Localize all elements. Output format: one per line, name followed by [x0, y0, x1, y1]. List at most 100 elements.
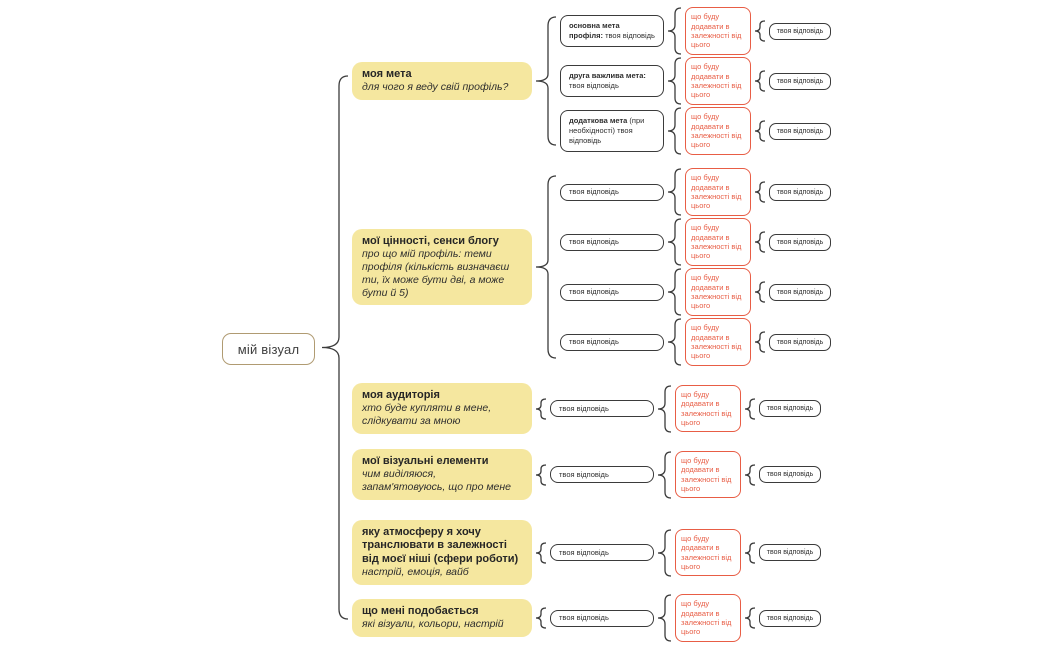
child-row: твоя відповідь що буду додавати в залежн… [550, 450, 821, 499]
branch-title: моя мета [362, 67, 412, 80]
curly-brace [755, 70, 765, 92]
curly-brace [668, 168, 681, 216]
answer-box: твоя відповідь [769, 183, 831, 201]
curly-brace [668, 7, 681, 55]
branch-atmosfera: яку атмосферу я хочу транслювати в залеж… [352, 520, 821, 586]
answer-box: твоя відповідь [759, 609, 821, 627]
curly-brace [745, 397, 755, 420]
addition-box: що буду додавати в залежності від цього [685, 268, 751, 316]
addition-box: що буду додавати в залежності від цього [675, 528, 741, 577]
curly-brace [745, 463, 755, 486]
curly-brace [536, 175, 556, 359]
root-node: мій візуал [222, 333, 315, 365]
children-group: основна мета профіля: твоя відповідь що … [560, 7, 831, 155]
branch-vizualni-elementy: мої візуальні елементи чим виділяюся, за… [352, 449, 821, 500]
answer-box: твоя відповідь [759, 466, 821, 483]
curly-brace [668, 218, 681, 266]
branch-node: мої візуальні елементи чим виділяюся, за… [352, 449, 532, 500]
goal-text: твоя відповідь [605, 31, 655, 40]
children-group: твоя відповідь що буду додавати в залежн… [550, 594, 821, 642]
curly-brace [658, 594, 671, 642]
children-group: твоя відповідь що буду додавати в залежн… [550, 528, 821, 577]
children-group: твоя відповідь що буду додавати в залежн… [560, 168, 831, 366]
curly-brace [755, 281, 765, 303]
curly-brace [668, 268, 681, 316]
child-row: основна мета профіля: твоя відповідь що … [560, 7, 831, 55]
curly-brace [536, 541, 546, 564]
branch-title: мої цінності, сенси блогу [362, 234, 499, 247]
children-group: твоя відповідь що буду додавати в залежн… [550, 450, 821, 499]
branch-subtitle: настрій, емоція, вайб [362, 566, 469, 579]
branch-node: яку атмосферу я хочу транслювати в залеж… [352, 520, 532, 586]
branch-node: мої цінності, сенси блогу про що мій про… [352, 228, 532, 306]
addition-box: що буду додавати в залежності від цього [685, 218, 751, 266]
curly-brace [745, 541, 755, 564]
goal-text: (при необхідності) твоя відповідь [569, 116, 645, 145]
value-box: твоя відповідь [550, 466, 654, 483]
child-row: додаткова мета (при необхідності) твоя в… [560, 107, 831, 155]
branch-shcho-podobayetsya: що мені подобається які візуали, кольори… [352, 594, 821, 642]
goal-text: твоя відповідь [569, 81, 619, 90]
curly-brace [668, 57, 681, 105]
child-row: твоя відповідь що буду додавати в залежн… [560, 268, 831, 316]
curly-brace [755, 231, 765, 253]
value-box: твоя відповідь [550, 544, 654, 561]
curly-brace [536, 397, 546, 420]
child-row: друга важлива мета: твоя відповідь що бу… [560, 57, 831, 105]
curly-brace [668, 318, 681, 366]
branch-subtitle: для чого я веду свій профіль? [362, 81, 509, 94]
addition-box: що буду додавати в залежності від цього [675, 450, 741, 499]
branch-moya-meta: моя мета для чого я веду свій профіль? о… [352, 7, 831, 155]
child-row: твоя відповідь що буду додавати в залежн… [560, 218, 831, 266]
value-box: твоя відповідь [560, 183, 664, 201]
root-label: мій візуал [237, 341, 300, 357]
child-row: твоя відповідь що буду додавати в залежн… [560, 168, 831, 216]
answer-box: твоя відповідь [769, 333, 831, 351]
goal-box: друга важлива мета: твоя відповідь [560, 65, 664, 97]
answer-box: твоя відповідь [769, 233, 831, 251]
value-box: твоя відповідь [560, 333, 664, 351]
curly-brace [745, 607, 755, 629]
branch-title: мої візуальні елементи [362, 455, 489, 467]
curly-brace [755, 20, 765, 42]
curly-brace [536, 607, 546, 629]
curly-brace [658, 528, 671, 577]
branch-subtitle: про що мій профіль: теми профіля (кількі… [362, 248, 510, 299]
curly-brace [755, 181, 765, 203]
branch-node: моя аудиторія хто буде купляти в мене, с… [352, 383, 532, 434]
branch-title: яку атмосферу я хочу транслювати в залеж… [362, 526, 519, 565]
addition-box: що буду додавати в залежності від цього [675, 384, 741, 433]
answer-box: твоя відповідь [759, 400, 821, 417]
root-curly-brace [322, 75, 348, 620]
branch-title: що мені подобається [362, 604, 479, 617]
value-box: твоя відповідь [560, 283, 664, 301]
child-row: твоя відповідь що буду додавати в залежн… [560, 318, 831, 366]
addition-box: що буду додавати в залежності від цього [685, 168, 751, 216]
child-row: твоя відповідь що буду додавати в залежн… [550, 528, 821, 577]
curly-brace [755, 331, 765, 353]
addition-box: що буду додавати в залежності від цього [685, 107, 751, 155]
curly-brace [658, 384, 671, 433]
answer-box: твоя відповідь [769, 122, 831, 140]
answer-box: твоя відповідь [759, 544, 821, 561]
curly-brace [536, 463, 546, 486]
answer-box: твоя відповідь [769, 283, 831, 301]
addition-box: що буду додавати в залежності від цього [685, 318, 751, 366]
goal-lead: основна мета профіля: [569, 21, 620, 40]
curly-brace [658, 450, 671, 499]
curly-brace [536, 16, 556, 146]
branch-node: моя мета для чого я веду свій профіль? [352, 61, 532, 101]
goal-lead: додаткова мета [569, 116, 628, 126]
value-box: твоя відповідь [550, 609, 654, 627]
branch-subtitle: які візуали, кольори, настрій [362, 618, 504, 631]
goal-lead: друга важлива мета: [569, 71, 646, 81]
value-box: твоя відповідь [550, 400, 654, 417]
curly-brace [668, 107, 681, 155]
value-box: твоя відповідь [560, 233, 664, 251]
curly-brace [755, 120, 765, 142]
answer-box: твоя відповідь [769, 22, 831, 40]
child-row: твоя відповідь що буду додавати в залежн… [550, 384, 821, 433]
branch-subtitle: чим виділяюся, запам'ятовуюсь, що про ме… [362, 468, 511, 494]
branch-moya-audytoriya: моя аудиторія хто буде купляти в мене, с… [352, 383, 821, 434]
